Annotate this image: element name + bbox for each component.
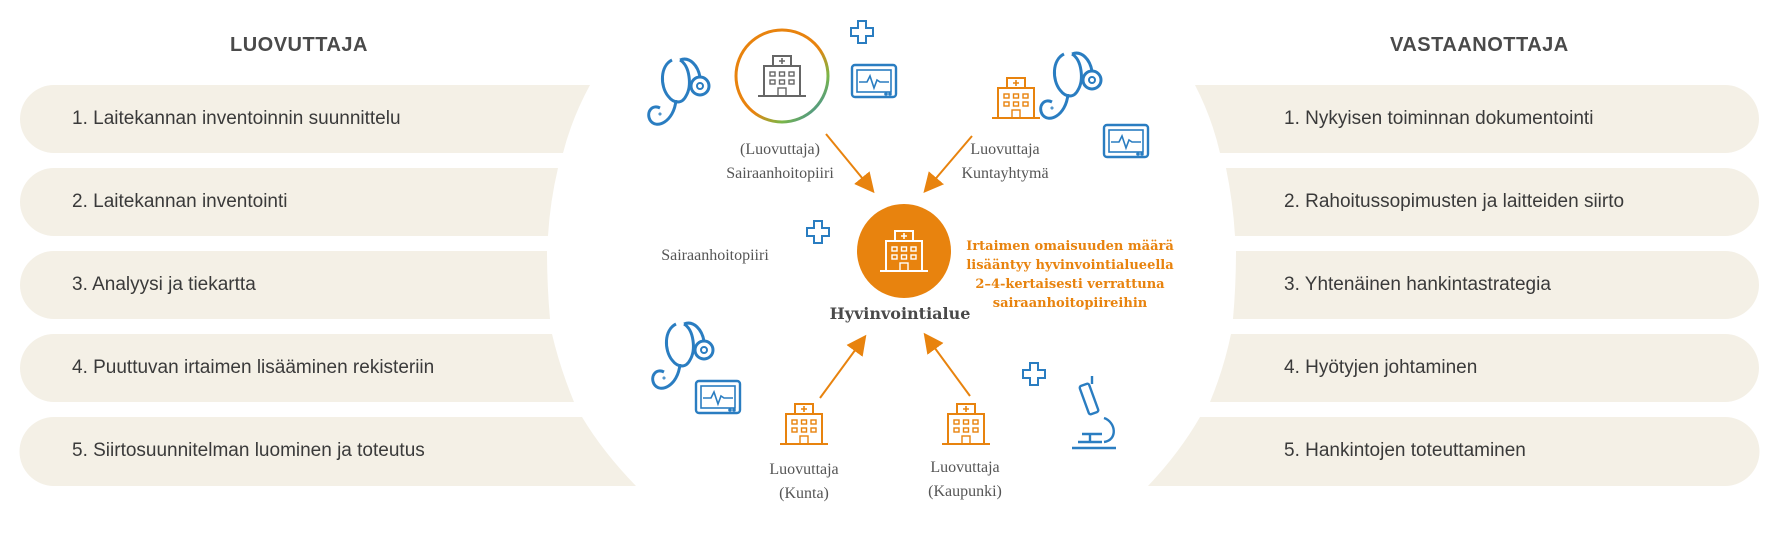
plus-icon	[1022, 362, 1046, 386]
right-step-5-label: 5. Hankintojen toteuttaminen	[1284, 440, 1526, 461]
left-step-2-label: 2. Laitekannan inventointi	[72, 191, 288, 212]
top-left-node-ring	[734, 28, 830, 124]
plus-icon	[806, 220, 830, 244]
top-right-node-line2: Kuntayhtymä	[961, 165, 1049, 182]
hub-label: Hyvinvointialue	[829, 304, 971, 323]
arrow-icon	[923, 135, 973, 194]
hospital-icon	[991, 77, 1041, 119]
hospital-icon	[757, 55, 807, 97]
right-step-3-label: 3. Yhtenäinen hankintastrategia	[1284, 274, 1551, 295]
right-step-1-label: 1. Nykyisen toiminnan dokumentointi	[1284, 108, 1594, 129]
middle-left-node-label: Sairaanhoitopiiri	[630, 244, 800, 268]
arrow-icon	[825, 133, 875, 194]
monitor-icon	[694, 379, 742, 415]
note-line-1: Irtaimen omaisuuden määrä	[966, 239, 1174, 254]
left-step-1-label: 1. Laitekannan inventoinnin suunnittelu	[72, 108, 401, 129]
note-line-4: sairaanhoitopiireihin	[992, 296, 1148, 311]
top-left-node-line1: (Luovuttaja)	[740, 141, 820, 158]
microscope-icon	[1072, 376, 1116, 450]
bottom-right-node-line2: (Kaupunki)	[928, 483, 1002, 500]
top-left-node-line2: Sairaanhoitopiiri	[726, 165, 834, 182]
stethoscope-icon	[647, 57, 711, 126]
bottom-left-node-label: Luovuttaja (Kunta)	[724, 458, 884, 506]
stethoscope-icon	[651, 321, 715, 390]
bottom-left-node-line1: Luovuttaja	[769, 461, 839, 478]
note-text: Irtaimen omaisuuden määrä lisääntyy hyvi…	[960, 237, 1180, 313]
left-step-1: 1. Laitekannan inventoinnin suunnittelu	[20, 85, 580, 153]
hospital-icon	[779, 403, 829, 445]
bottom-left-node-line2: (Kunta)	[779, 485, 829, 502]
left-step-5-label: 5. Siirtosuunnitelman luominen ja toteut…	[72, 440, 425, 461]
hospital-icon	[941, 403, 991, 445]
left-column-title: LUOVUTTAJA	[230, 34, 368, 56]
right-step-4-label: 4. Hyötyjen johtaminen	[1284, 357, 1478, 378]
arrow-icon	[923, 332, 971, 397]
left-step-2: 2. Laitekannan inventointi	[20, 168, 560, 236]
left-step-4: 4. Puuttuvan irtaimen lisääminen rekiste…	[20, 334, 560, 402]
middle-left-node-line1: Sairaanhoitopiiri	[661, 247, 769, 264]
plus-icon	[850, 20, 874, 44]
left-step-4-label: 4. Puuttuvan irtaimen lisääminen rekiste…	[72, 357, 435, 378]
bottom-right-node-label: Luovuttaja (Kaupunki)	[880, 456, 1050, 504]
right-step-3: 3. Yhtenäinen hankintastrategia	[1284, 251, 1551, 319]
right-step-4: 4. Hyötyjen johtaminen	[1284, 334, 1477, 402]
stethoscope-icon	[1039, 51, 1103, 120]
right-step-2: 2. Rahoitussopimusten ja laitteiden siir…	[1284, 168, 1624, 236]
top-left-node-label: (Luovuttaja) Sairaanhoitopiiri	[690, 138, 870, 186]
top-right-node-line1: Luovuttaja	[970, 141, 1040, 158]
right-step-2-label: 2. Rahoitussopimusten ja laitteiden siir…	[1284, 191, 1625, 212]
left-step-5: 5. Siirtosuunnitelman luominen ja toteut…	[20, 417, 580, 485]
monitor-icon	[1102, 123, 1150, 159]
bottom-right-node-line1: Luovuttaja	[930, 459, 1000, 476]
top-right-node-label: Luovuttaja Kuntayhtymä	[920, 138, 1090, 186]
right-step-1: 1. Nykyisen toiminnan dokumentointi	[1284, 85, 1593, 153]
note-line-2: lisääntyy hyvinvointialueella	[966, 258, 1174, 273]
right-step-5: 5. Hankintojen toteuttaminen	[1284, 417, 1526, 485]
left-step-3-label: 3. Analyysi ja tiekartta	[72, 274, 256, 295]
right-column-title: VASTAANOTTAJA	[1390, 34, 1569, 56]
arrow-icon	[819, 334, 867, 399]
left-step-3: 3. Analyysi ja tiekartta	[20, 251, 560, 319]
note-line-3: 2–4-kertaisesti verrattuna	[975, 277, 1165, 292]
monitor-icon	[850, 63, 898, 99]
